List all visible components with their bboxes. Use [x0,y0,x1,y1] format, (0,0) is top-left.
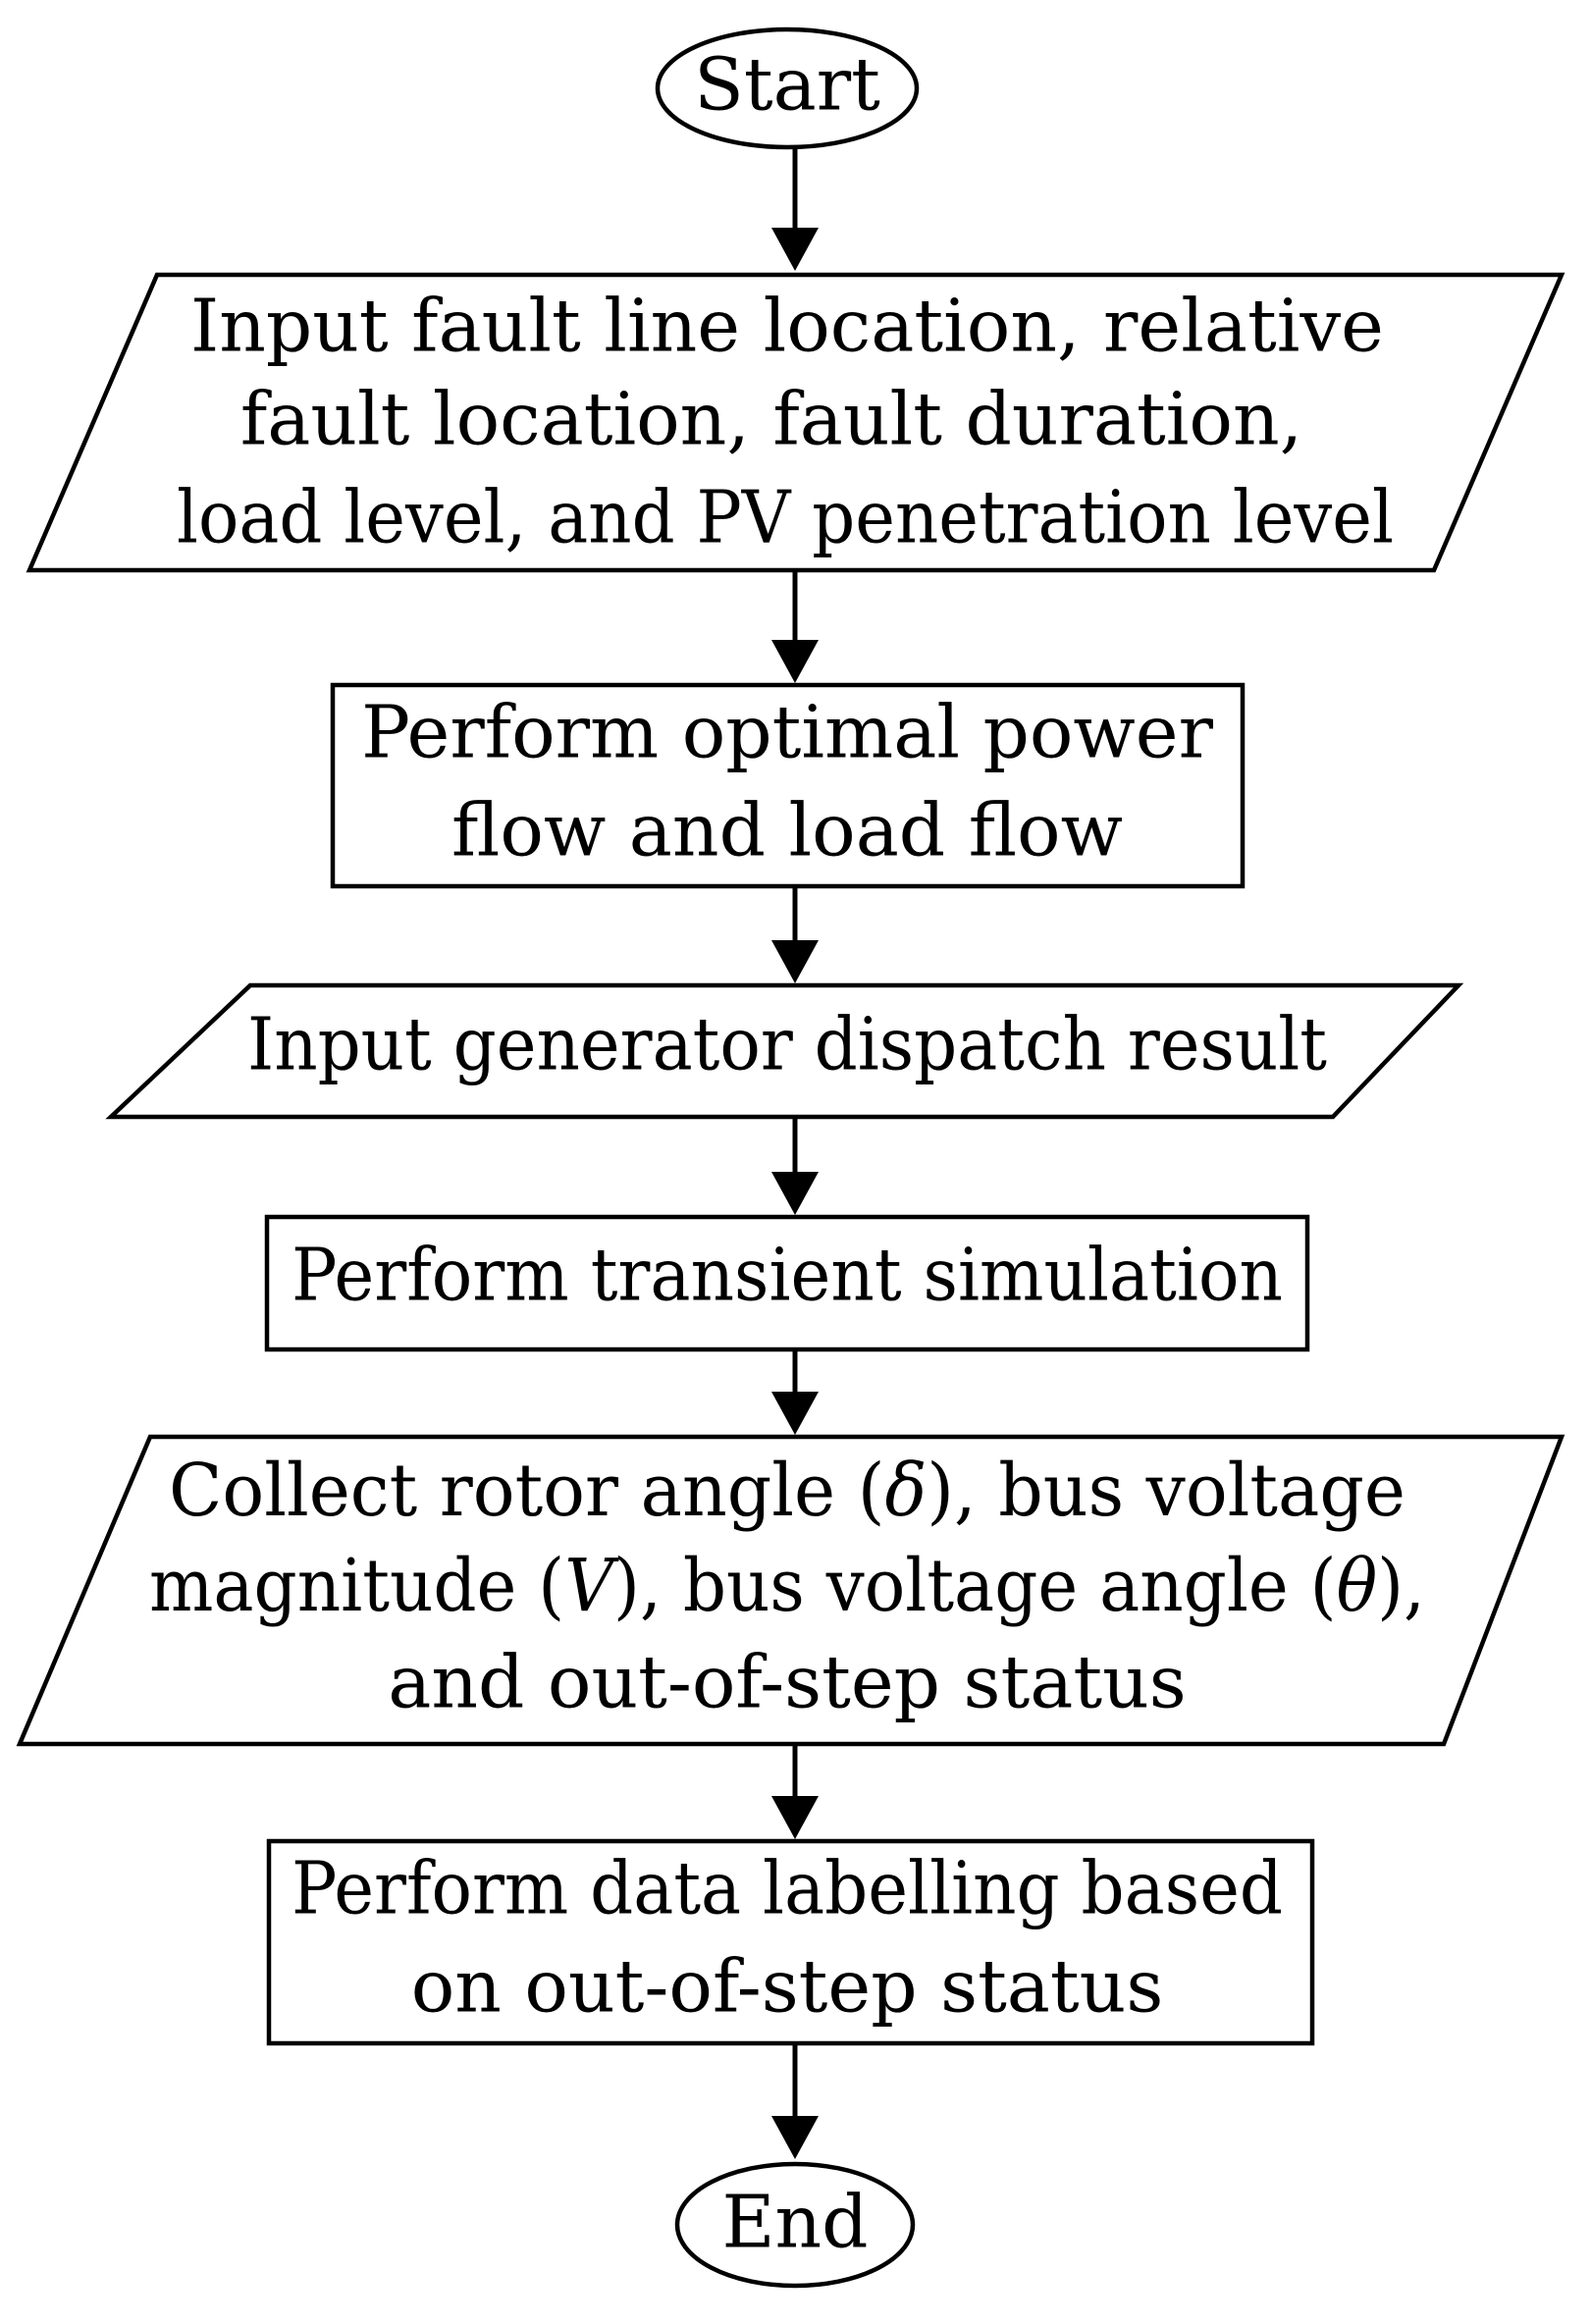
data-labelling-box [266,1838,1315,2046]
transient-simulation-line-1: Perform transient simulation [292,1233,1283,1317]
input-parameters-line-1: Input fault line location, relative [190,284,1384,368]
rotor-angle-symbol: δ [884,1449,927,1533]
arrowhead [771,1172,819,1215]
arrow-transient-to-collect [771,1351,819,1435]
arrow-labelling-to-end [771,2045,819,2159]
input-parameters-line-3: load level, and PV penetration level [177,475,1394,559]
start-terminator: Start [655,26,920,150]
data-labelling-step: Perform data labelling based on out-of-s… [266,1838,1315,2046]
input-dispatch-parallelogram [105,982,1464,1120]
input-dispatch-step: Input generator dispatch result [105,982,1464,1120]
collect-data-line-2-part-b: ), bus voltage angle ( [613,1544,1337,1628]
arrow-opf-to-dispatch [771,888,819,983]
end-terminator: End [674,2161,916,2289]
end-ellipse [674,2161,916,2289]
data-labelling-line-2: on out-of-step status [411,1944,1164,2029]
arrowhead [771,1796,819,1839]
voltage-angle-symbol: θ [1337,1544,1378,1628]
arrow-collect-to-labelling [771,1746,819,1839]
input-parameters-parallelogram [26,272,1565,573]
start-ellipse [655,26,920,150]
optimal-power-flow-line-1: Perform optimal power [361,690,1214,774]
optimal-power-flow-line-2: flow and load flow [451,788,1123,872]
arrowhead [771,640,819,683]
input-parameters-step: Input fault line location, relative faul… [26,272,1565,573]
start-label: Start [694,42,880,127]
data-labelling-line-1: Perform data labelling based [292,1846,1283,1930]
arrowhead [771,228,819,271]
collect-data-line-2-part-c: ), [1377,1544,1425,1628]
input-dispatch-line-1: Input generator dispatch result [247,1002,1327,1086]
optimal-power-flow-step: Perform optimal power flow and load flow [330,682,1246,889]
input-parameters-line-2: fault location, fault duration, [240,377,1302,461]
collect-data-line-3: and out-of-step status [388,1640,1187,1724]
collect-data-line-1-part-a: Collect rotor angle ( [169,1449,884,1533]
collect-data-line-2: magnitude (V), bus voltage angle (θ), [149,1544,1425,1628]
voltage-magnitude-symbol: V [564,1544,619,1628]
collect-data-parallelogram [16,1434,1565,1747]
arrowhead [771,2116,819,2159]
collect-data-line-2-part-a: magnitude ( [149,1544,564,1628]
arrowhead [771,1392,819,1435]
collect-data-step: Collect rotor angle (δ), bus voltage mag… [16,1434,1565,1747]
collect-data-line-1: Collect rotor angle (δ), bus voltage [169,1449,1405,1533]
transient-simulation-box [264,1214,1310,1352]
arrowhead [771,940,819,983]
arrow-dispatch-to-transient [771,1119,819,1215]
arrow-input-to-opf [771,572,819,683]
collect-data-line-1-part-b: ), bus voltage [927,1449,1405,1533]
transient-simulation-step: Perform transient simulation [264,1214,1310,1352]
end-label: End [721,2180,868,2264]
optimal-power-flow-box [330,682,1246,889]
arrow-start-to-input [771,148,819,271]
